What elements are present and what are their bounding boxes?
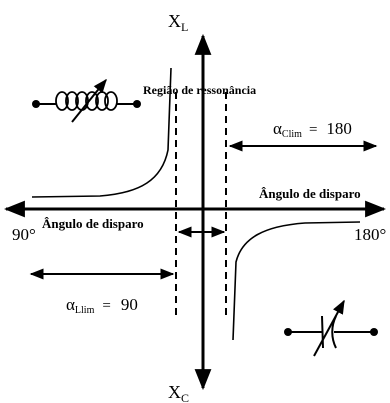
alpha-clim-value: 180: [326, 119, 352, 138]
alpha-clim-symbol: α: [273, 119, 282, 138]
variable-inductor-icon: [32, 78, 141, 123]
resonance-region-label: Região de ressonância: [143, 83, 256, 97]
alpha-clim-label: αClim = 180: [273, 119, 352, 140]
variable-capacitor-icon: [284, 299, 378, 357]
alpha-llim-label: αLlim = 90: [66, 295, 138, 316]
alpha-clim-equals: =: [309, 122, 317, 138]
axis-label-xl-sub: L: [181, 20, 188, 34]
axis-label-xl: XL: [168, 11, 188, 34]
axis-label-xc-sub: C: [181, 391, 189, 403]
alpha-llim-equals: =: [102, 298, 110, 314]
alpha-llim-symbol: α: [66, 295, 75, 314]
axis-label-xl-main: X: [168, 11, 181, 31]
axis-label-xc-main: X: [168, 382, 181, 402]
capacitive-reactance-curve: [232, 221, 361, 341]
alpha-llim-value: 90: [121, 295, 138, 314]
angle-90-label: 90°: [12, 225, 36, 244]
firing-angle-label-left: Ângulo de disparo: [42, 216, 144, 231]
angle-180-label: 180°: [354, 225, 386, 244]
firing-angle-label-right: Ângulo de disparo: [259, 186, 361, 201]
alpha-llim-sub: Llim: [75, 305, 95, 316]
inductive-reactance-curve: [31, 67, 172, 198]
axis-label-xc: XC: [168, 382, 189, 403]
alpha-clim-sub: Clim: [282, 129, 302, 140]
